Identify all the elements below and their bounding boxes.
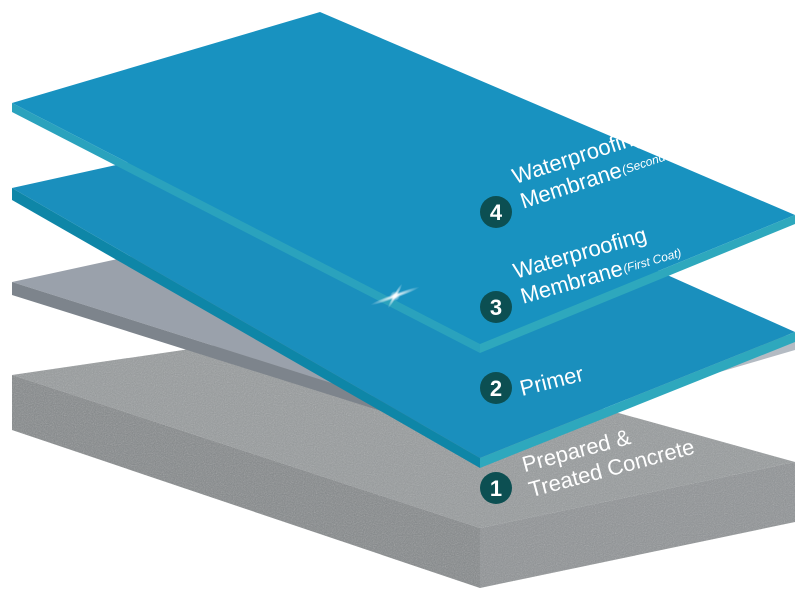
badge-1 (480, 472, 512, 504)
sparkle-icon (370, 283, 420, 309)
badge-4 (480, 196, 512, 228)
badge-2 (480, 372, 512, 404)
badge-1-number: 1 (490, 476, 502, 501)
badge-4-number: 4 (490, 200, 503, 225)
concrete-layer (12, 330, 795, 588)
membrane-second-coat-layer (12, 12, 795, 353)
badge-2-number: 2 (490, 376, 502, 401)
badge-3-number: 3 (490, 295, 502, 320)
badge-3 (480, 291, 512, 323)
